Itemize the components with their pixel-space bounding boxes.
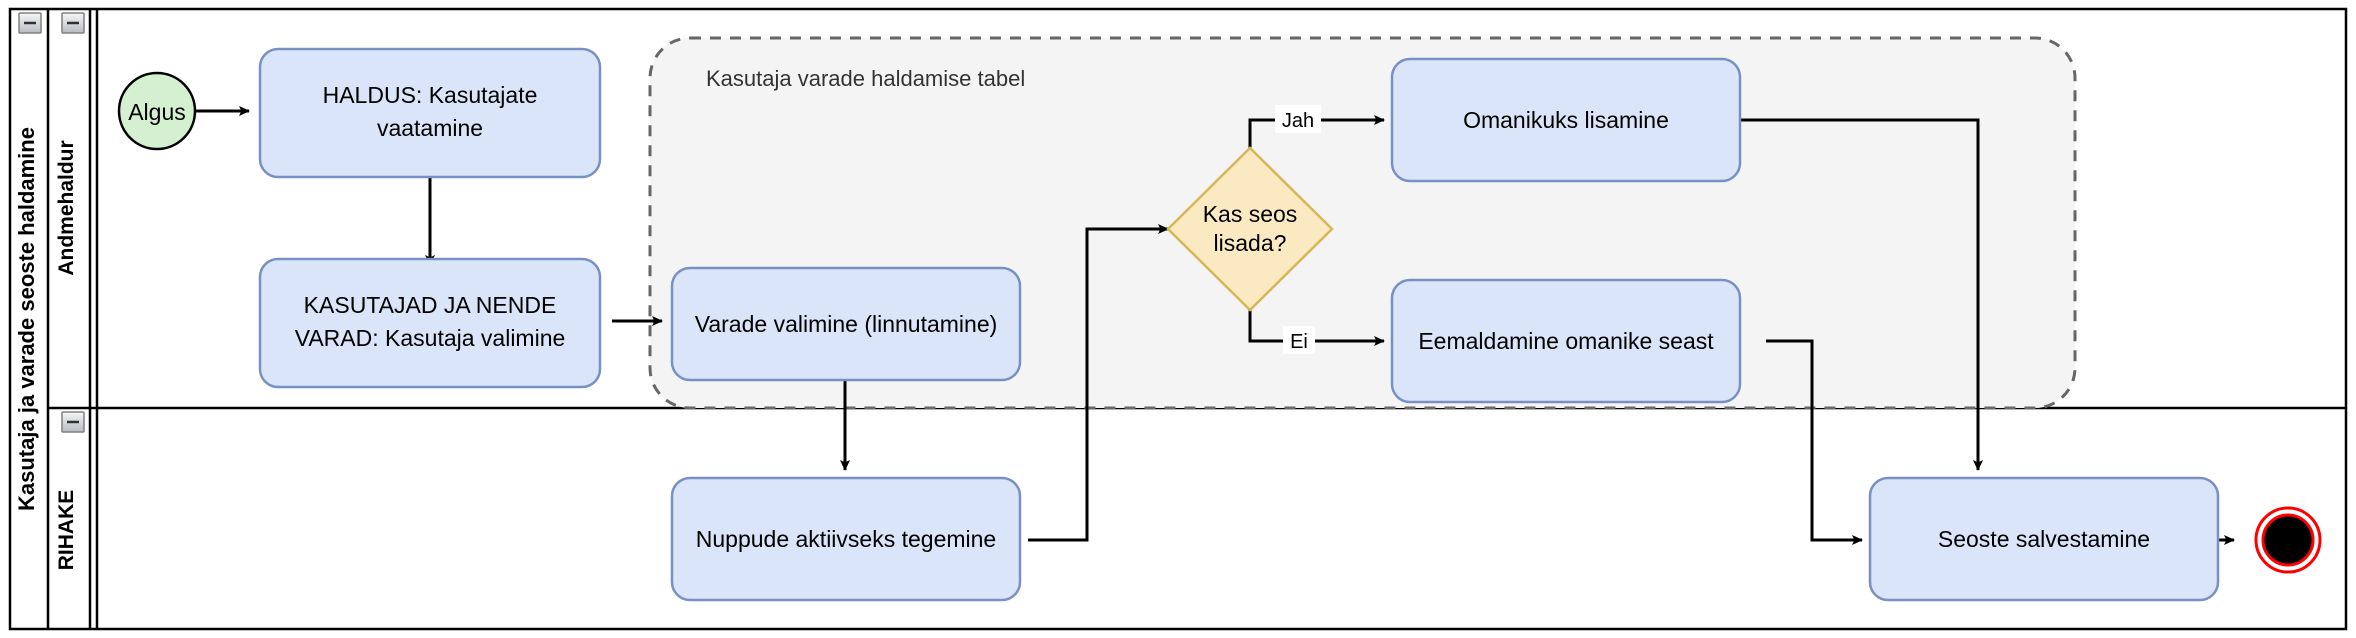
- task-haldus-shape: [258, 47, 602, 179]
- gateway-label-line2: lisada?: [1214, 230, 1287, 256]
- edge-eemaldamine-to-seoste: [1766, 339, 1863, 545]
- start-event-label: Algus: [128, 99, 186, 125]
- lane-collapse-button-andmehaldur[interactable]: [61, 12, 85, 34]
- connectors: [196, 106, 2235, 545]
- edge-label-ei: Ei: [1283, 326, 1315, 354]
- node-task-nuppude[interactable]: Nuppude aktiivseks tegemine: [670, 476, 1022, 602]
- task-eemaldamine-label: Eemaldamine omanike seast: [1418, 328, 1714, 354]
- node-task-seoste[interactable]: Seoste salvestamine: [1868, 476, 2220, 602]
- task-eemaldamine-shape: [1390, 278, 1742, 404]
- edge-nuppude-to-gateway: [1028, 224, 1169, 542]
- lane-collapse-button-rihake[interactable]: [61, 411, 85, 433]
- edge-omanikuks-to-seoste: [1733, 118, 1983, 471]
- node-task-haldus[interactable]: HALDUS: Kasutajate vaatamine: [258, 47, 602, 179]
- node-task-eemaldamine[interactable]: Eemaldamine omanike seast: [1390, 278, 1742, 404]
- start-event-circle: [117, 71, 197, 151]
- edge-label-ei-text: Ei: [1290, 331, 1308, 353]
- task-haldus-label-line1: HALDUS: Kasutajate: [323, 82, 538, 108]
- node-task-varade[interactable]: Varade valimine (linnutamine): [670, 266, 1022, 382]
- lane-title-andmehaldur: Andmehaldur: [55, 140, 78, 275]
- end-event-inner-circle: [2261, 513, 2315, 567]
- task-omanikuks-shape: [1390, 57, 1742, 183]
- edge-label-jah-text: Jah: [1282, 110, 1314, 132]
- lane-title-rihake: RIHAKE: [55, 490, 78, 571]
- node-gateway-kas-seos-lisada[interactable]: Kas seos lisada?: [1166, 146, 1334, 312]
- pool-collapse-button[interactable]: [18, 12, 42, 34]
- gateway-label-line1: Kas seos: [1203, 201, 1298, 227]
- task-nuppude-label: Nuppude aktiivseks tegemine: [696, 526, 996, 552]
- pool-title: Kasutaja ja varade seoste haldamine: [14, 127, 39, 511]
- task-haldus-label-line2: vaatamine: [377, 115, 483, 141]
- task-seoste-label: Seoste salvestamine: [1938, 526, 2150, 552]
- task-omanikuks-label: Omanikuks lisamine: [1463, 107, 1669, 133]
- task-varade-label: Varade valimine (linnutamine): [695, 311, 998, 337]
- task-nuppude-shape: [670, 476, 1022, 602]
- task-kasutajad-label-line1: KASUTAJAD JA NENDE: [304, 292, 557, 318]
- edge-gateway-to-omanikuks: [1248, 115, 1385, 150]
- group-label: Kasutaja varade haldamise tabel: [706, 66, 1025, 91]
- node-start-algus[interactable]: Algus: [117, 71, 197, 151]
- task-seoste-shape: [1868, 476, 2220, 602]
- node-task-kasutajad[interactable]: KASUTAJAD JA NENDE VARAD: Kasutaja valim…: [258, 257, 602, 389]
- task-kasutajad-label-line2: VARAD: Kasutaja valimine: [295, 325, 566, 351]
- task-kasutajad-shape: [258, 257, 602, 389]
- node-end-event[interactable]: [2254, 506, 2322, 574]
- gateway-diamond-shape: [1166, 146, 1334, 312]
- task-varade-shape: [670, 266, 1022, 382]
- node-task-omanikuks[interactable]: Omanikuks lisamine: [1390, 57, 1742, 183]
- edge-label-jah: Jah: [1275, 105, 1321, 133]
